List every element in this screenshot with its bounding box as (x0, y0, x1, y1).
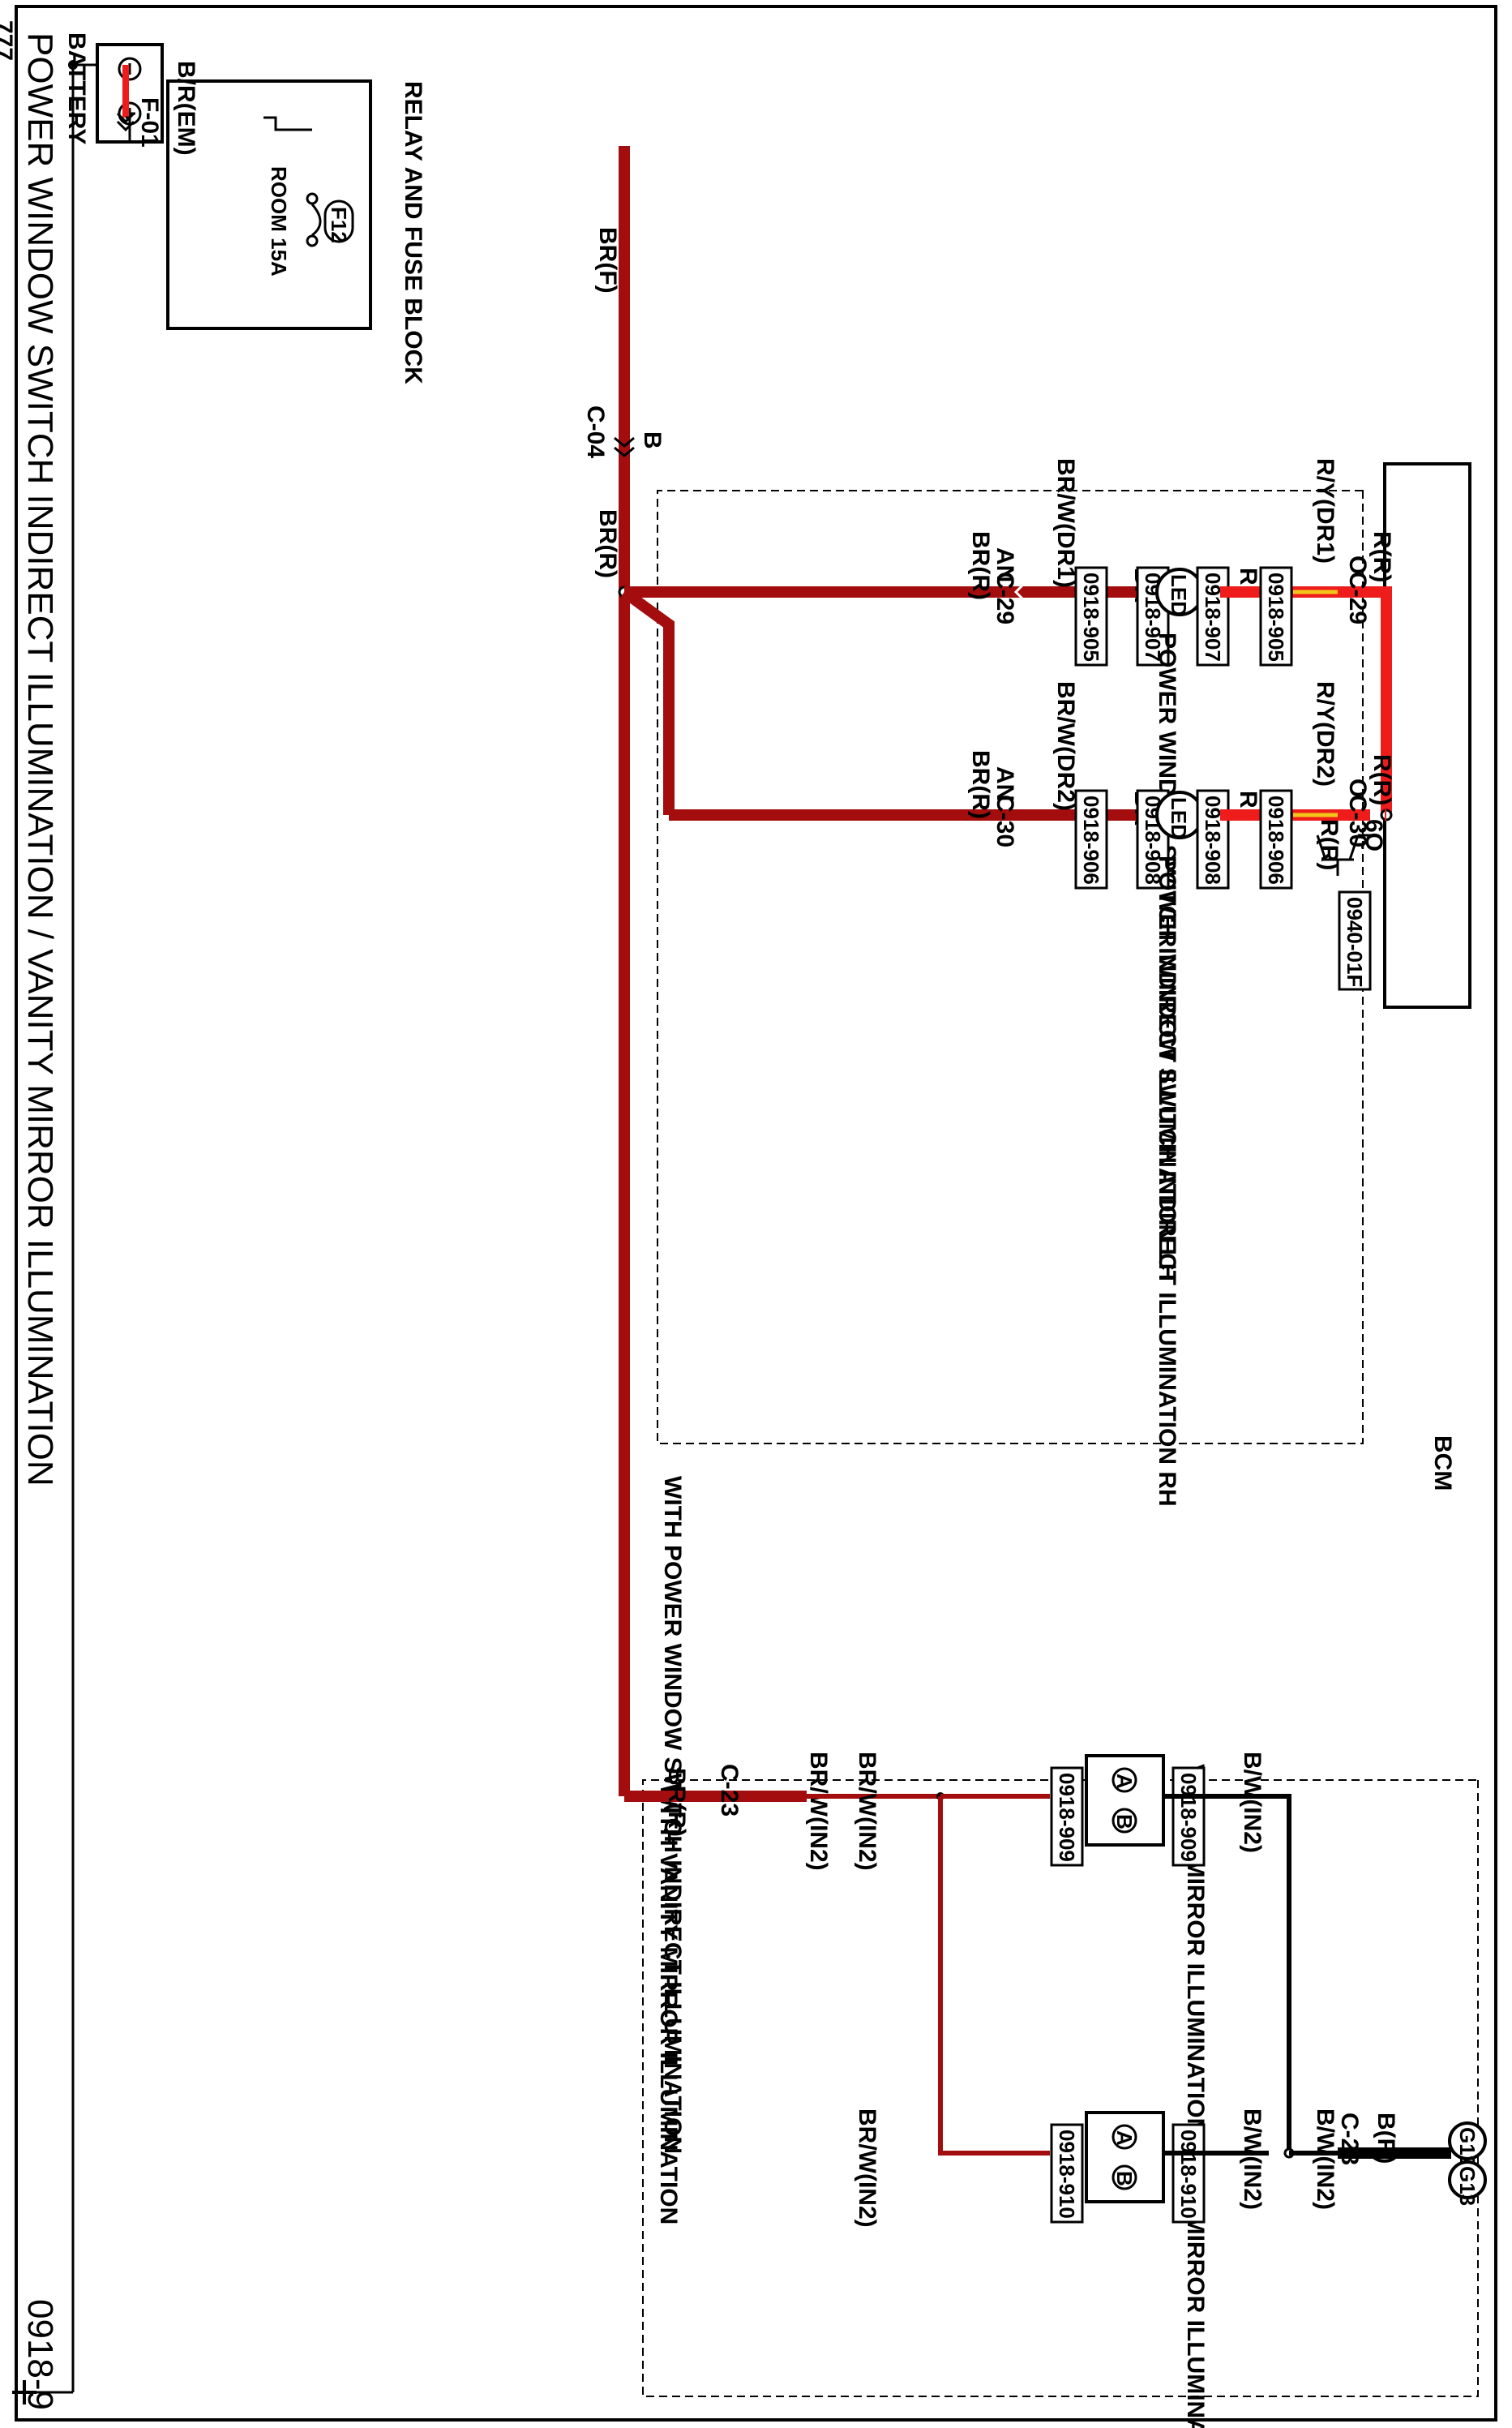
wire-label-bw-in2-a: B/W(IN2) (1239, 1752, 1266, 1853)
fuse-id: F12 (327, 207, 351, 243)
ref-909-bot-box (1171, 1766, 1206, 1867)
option-box-vanity-mirror (642, 1779, 1479, 2397)
vanity-lh-pin-b-icon (1112, 1808, 1137, 1834)
ref-906-bot: 0918-906 (1264, 796, 1288, 885)
ref-910-top-box (1050, 2123, 1084, 2224)
wire-label-batt: B/R(EM) (173, 61, 199, 156)
wire-brr-rh-branch (620, 587, 675, 815)
vanity-rh-pin-a: A (1112, 2130, 1137, 2146)
wire-label-brr-rh: BR(R) (967, 750, 994, 819)
wire-label-brw-in2-a: BR/W(IN2) (805, 1752, 832, 1871)
vanity-rh-pin-b: B (1112, 2171, 1137, 2186)
ground-g12-icon (1448, 2121, 1487, 2160)
ref-909-bot: 0918-909 (1176, 1773, 1201, 1862)
vanity-lh-box (1085, 1754, 1165, 1847)
ref-905-top-box (1074, 566, 1108, 667)
page-border (15, 5, 1497, 2422)
wire-label-brw-dr1: BR/W(DR1) (1052, 458, 1079, 588)
connector-c04-icon (614, 436, 635, 457)
chassis-ground-icon (12, 2380, 36, 2404)
led-lh-text: LED (1167, 574, 1191, 616)
ground-symbol-text: 777 (0, 20, 17, 61)
bcm-label: BCM (1429, 1435, 1456, 1491)
connector-c29-top: C-29 (992, 572, 1018, 624)
vanity-lh-pin-a-icon (1112, 1767, 1137, 1793)
ground-g13-icon (1448, 2160, 1487, 2199)
relay-fuse-block (166, 79, 372, 330)
pwl-lh-name: POWER WINDOW SWITCH INDIRECT ILLUMINATIO… (1154, 633, 1180, 1280)
connector-c23-top: C-23 (716, 1764, 743, 1817)
wire-label-rr-lh: R(R) (1369, 531, 1395, 582)
ref-908-bot: 0918-908 (1201, 796, 1225, 885)
bcm-box (1383, 462, 1471, 1009)
connector-c30-bot-pin: O (1344, 779, 1371, 797)
ref-909-top: 0918-909 (1055, 1773, 1079, 1862)
ref-910-bot: 0918-910 (1176, 2130, 1201, 2219)
ref-940: 0940-01F (1343, 897, 1367, 987)
wire-label-ry-dr2: R/Y(DR2) (1312, 681, 1339, 787)
vanity-rh-box (1085, 2111, 1165, 2203)
wire-label-bw-in2-c: B/W(IN2) (1312, 2108, 1339, 2210)
connector-c29-top-pin: AN (992, 547, 1018, 582)
option-label-pw: WITH POWER WINDOW SWITCH INDIRECT ILLUMI… (659, 1476, 686, 2154)
wire-label-brf: BR(F) (594, 227, 621, 294)
connector-c23-bot: C-23 (1336, 2113, 1363, 2165)
ref-910-bot-box (1171, 2123, 1206, 2224)
wire-vm-bw-join (1269, 1794, 1291, 2153)
option-label-vm: WITH VANITY MIRROR ILLUMINATION (655, 1784, 682, 2224)
transistor-icon (1316, 834, 1374, 876)
fuse-name: ROOM 15A (267, 166, 291, 277)
ref-905-top: 0918-905 (1079, 573, 1103, 662)
relay-block-label: RELAY AND FUSE BLOCK (400, 81, 426, 384)
connector-c29-top-icon (1013, 581, 1027, 603)
ref-906-top: 0918-906 (1079, 796, 1103, 885)
ref-940-box (1338, 890, 1372, 991)
wire-vm-brw-rh (938, 1796, 1050, 2156)
wire-label-b-r-gnd: B(R) (1373, 2113, 1399, 2164)
wire-lh-to-bcm (1370, 586, 1392, 815)
ref-906-top-box (1074, 789, 1108, 890)
ref-905-bot: 0918-905 (1264, 573, 1288, 662)
connector-c30-top: C-30 (992, 795, 1018, 847)
wire-label-brr-lh: BR(R) (967, 531, 994, 600)
vanity-rh-pin-b-icon (1112, 2164, 1137, 2190)
fuse-id-badge (323, 199, 354, 243)
wire-label-r-lh: R (1235, 568, 1261, 586)
battery-label: BATTERY (63, 32, 90, 144)
wire-label-brr-main: BR(R) (594, 509, 621, 578)
wire-label-brr-vm: BR(R) (663, 1768, 690, 1837)
wire-label-r-rh: R (1235, 791, 1261, 809)
ref-909-top-box (1050, 1766, 1084, 1867)
ref-906-bot-box (1259, 789, 1293, 890)
connector-c04: C-04 (582, 405, 609, 458)
ground-g12: G12 (1455, 2127, 1480, 2167)
wire-label-brw-dr2: BR/W(DR2) (1052, 681, 1079, 811)
wire-label-ry-dr1: R/Y(DR1) (1312, 458, 1339, 564)
ground-g13: G13 (1455, 2166, 1480, 2206)
wire-label-rr-rh: R(R) (1369, 754, 1395, 805)
connector-c04-pin: B (639, 431, 666, 449)
wire-label-brw-in2-b: BR/W(IN2) (854, 1752, 880, 1871)
connector-c30-top-pin: AN (992, 766, 1018, 801)
connector-f01-icon (116, 112, 135, 132)
vanity-lh-pin-a: A (1112, 1774, 1137, 1789)
diagram-title: POWER WINDOW SWITCH INDIRECT ILLUMINATIO… (20, 32, 60, 1486)
ref-905-bot-box (1259, 566, 1293, 667)
connector-c29-bot-pin: O (1344, 556, 1371, 574)
wire-label-brw-in2-c: BR/W(IN2) (854, 2108, 880, 2228)
ref-907-bot: 0918-907 (1201, 573, 1225, 662)
option-box-power-window (657, 490, 1364, 1444)
vanity-lh-pin-b: B (1112, 1814, 1137, 1830)
vanity-rh-pin-a-icon (1112, 2124, 1137, 2150)
connector-c29-bot: C-29 (1344, 572, 1371, 624)
led-rh-text: LED (1167, 797, 1191, 839)
fuse-icon (263, 116, 322, 247)
pwl-rh-name: POWER WINDOW SWITCH INDIRECT ILLUMINATIO… (1154, 856, 1180, 1507)
wire-label-bw-in2-b: B/W(IN2) (1239, 2108, 1266, 2210)
ref-910-top: 0918-910 (1055, 2130, 1079, 2219)
connector-f01: F-01 (136, 97, 163, 148)
